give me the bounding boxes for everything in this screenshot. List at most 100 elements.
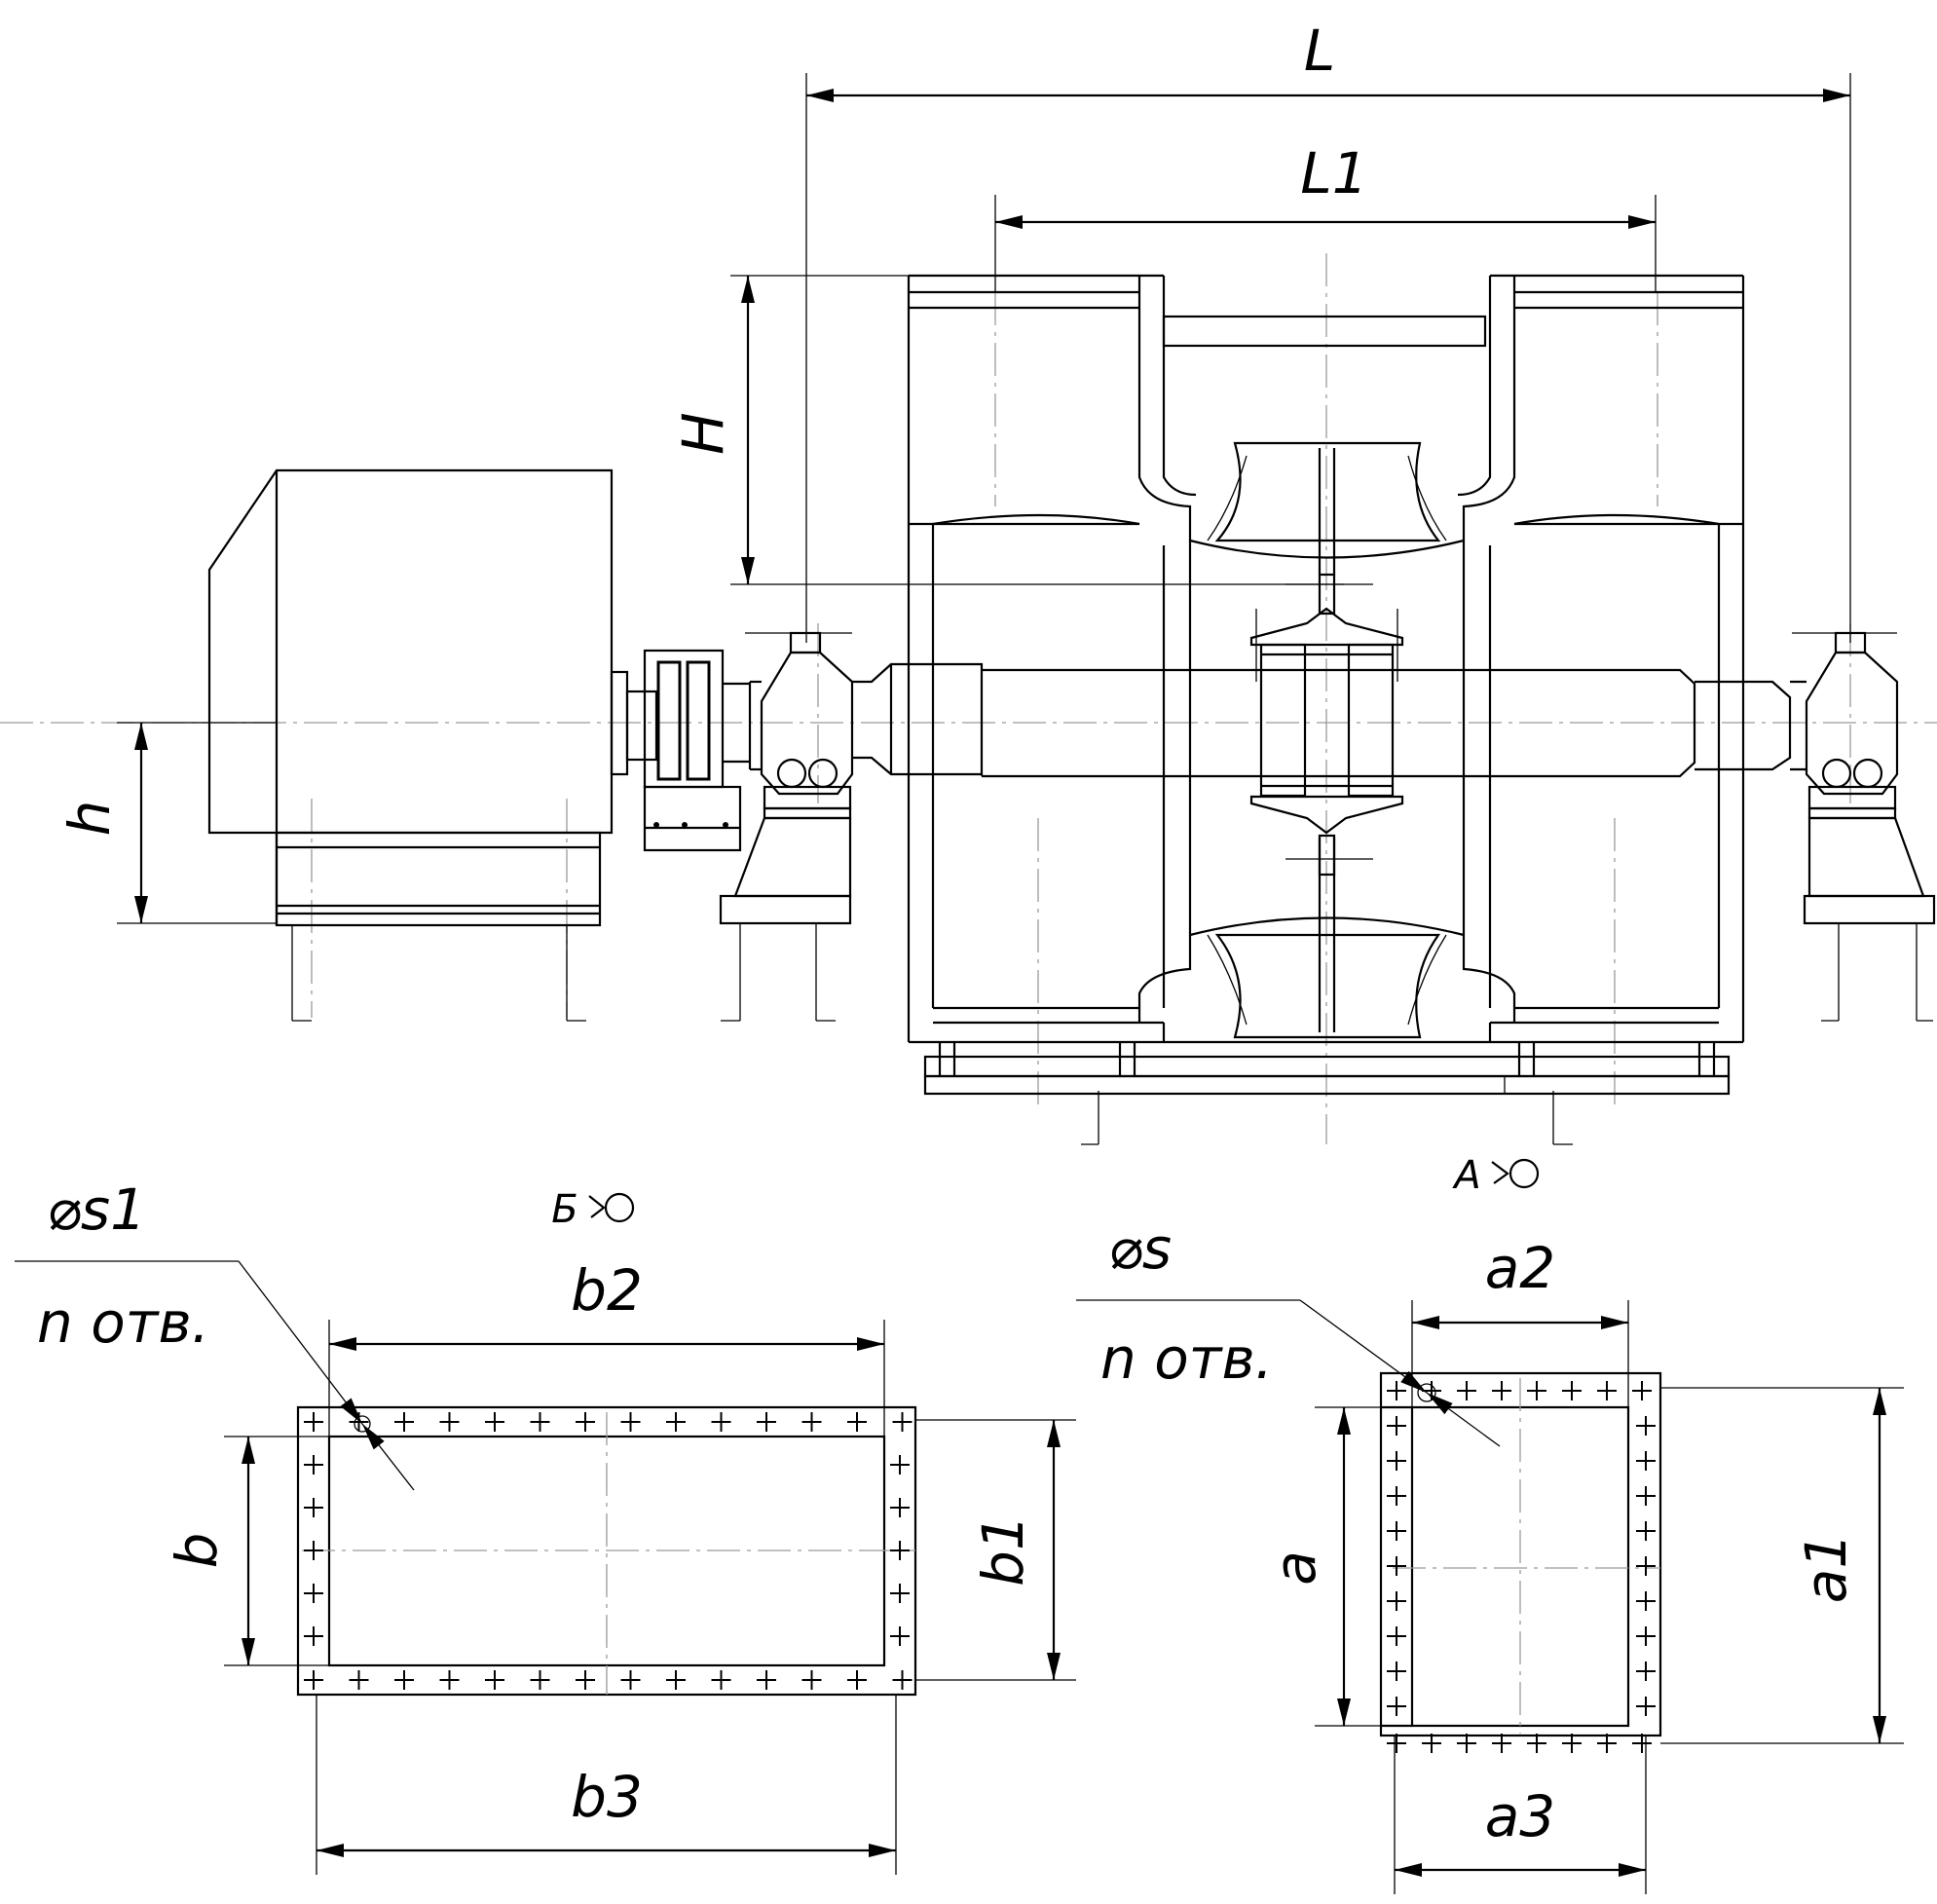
- label-b2: b2: [571, 1257, 643, 1324]
- bolt-hole: [304, 1498, 323, 1517]
- bolt-hole: [1422, 1734, 1441, 1753]
- dimension-a3: a3: [1394, 1736, 1647, 1894]
- bolt-hole: [304, 1455, 323, 1475]
- bolt-hole: [1387, 1521, 1406, 1541]
- label-phi-s: ⌀s: [1108, 1215, 1172, 1282]
- bolt-hole: [1387, 1556, 1406, 1576]
- bolt-hole: [1387, 1416, 1406, 1436]
- bolt-hole: [890, 1455, 910, 1475]
- motor: [207, 468, 658, 1022]
- coupling: [643, 649, 750, 852]
- bolt-hole: [1562, 1381, 1582, 1400]
- bolt-hole: [439, 1670, 460, 1690]
- impeller: [1249, 573, 1404, 877]
- bolt-hole: [304, 1670, 323, 1690]
- bolt-hole: [1527, 1381, 1546, 1400]
- bolt-hole: [1632, 1381, 1652, 1400]
- bolt-hole: [757, 1670, 776, 1690]
- label-a2: a2: [1485, 1235, 1555, 1301]
- bolt-hole: [1457, 1381, 1476, 1400]
- bolt-hole: [485, 1412, 504, 1432]
- bolt-hole: [847, 1670, 867, 1690]
- label-h: h: [56, 801, 123, 837]
- dimension-a2: a2: [1411, 1235, 1629, 1407]
- bolt-hole: [1597, 1381, 1617, 1400]
- dimension-a1: a1: [1660, 1387, 1904, 1744]
- label-H: H: [670, 412, 736, 455]
- bolt-hole: [439, 1412, 460, 1432]
- bolt-hole: [1632, 1734, 1652, 1753]
- label-b3: b3: [571, 1764, 643, 1830]
- bolt-hole: [349, 1670, 369, 1690]
- bolt-hole: [1636, 1556, 1656, 1576]
- bolt-hole: [890, 1584, 910, 1603]
- bolt-hole: [847, 1412, 867, 1432]
- bolt-hole: [304, 1541, 323, 1560]
- label-n-holes-right: n отв.: [1100, 1325, 1273, 1392]
- bolt-hole: [576, 1412, 595, 1432]
- bolt-hole: [530, 1670, 550, 1690]
- bolt-hole: [1387, 1734, 1406, 1753]
- bolt-hole: [1387, 1697, 1406, 1716]
- centerlines: [0, 253, 1937, 1144]
- dimension-b: b: [164, 1436, 329, 1666]
- label-n-holes-left: n отв.: [37, 1289, 209, 1356]
- dimension-b2: b2: [328, 1257, 885, 1437]
- bolt-hole: [1457, 1734, 1476, 1753]
- bolt-hole: [620, 1670, 641, 1690]
- bolt-hole: [304, 1584, 323, 1603]
- bolt-hole: [485, 1670, 504, 1690]
- bolt-hole: [1492, 1734, 1511, 1753]
- bolt-hole: [1387, 1661, 1406, 1681]
- bolt-hole: [620, 1412, 641, 1432]
- flange-view-B: [296, 1405, 917, 1697]
- label-b: b: [164, 1533, 230, 1569]
- bolt-hole: [1387, 1451, 1406, 1471]
- bolt-hole: [666, 1412, 686, 1432]
- label-view-B: Б: [551, 1187, 577, 1232]
- label-phi-s1: ⌀s1: [47, 1176, 146, 1243]
- bolt-hole: [1636, 1626, 1656, 1646]
- right-bearing: [1790, 631, 1936, 1022]
- bolt-hole: [530, 1412, 550, 1432]
- bolt-hole: [1636, 1486, 1656, 1506]
- shaft: [852, 662, 1792, 778]
- label-L1: L1: [1300, 140, 1367, 206]
- bolt-hole: [890, 1626, 910, 1646]
- bolt-hole: [1636, 1661, 1656, 1681]
- bolt-hole: [1636, 1521, 1656, 1541]
- bolt-hole: [1492, 1381, 1511, 1400]
- bolt-hole: [801, 1412, 822, 1432]
- dimension-L1: L1: [994, 140, 1657, 292]
- bolt-hole: [394, 1670, 414, 1690]
- bolt-hole: [1636, 1591, 1656, 1611]
- bolt-hole: [576, 1670, 595, 1690]
- leader-s1: ⌀s1 n отв.: [15, 1176, 415, 1491]
- dimension-h: h: [56, 722, 277, 924]
- bolt-hole: [304, 1412, 323, 1432]
- bolt-hole: [711, 1412, 731, 1432]
- bolt-hole: [1387, 1486, 1406, 1506]
- bolt-hole: [1636, 1697, 1656, 1716]
- dimension-H: H: [670, 275, 1344, 585]
- bolt-hole: [711, 1670, 731, 1690]
- view-marker-A: A: [1451, 1153, 1540, 1198]
- bolt-hole: [1387, 1626, 1406, 1646]
- bolt-hole: [394, 1412, 414, 1432]
- view-marker-B: Б: [551, 1187, 635, 1232]
- bolt-hole: [757, 1412, 776, 1432]
- bolt-hole: [1387, 1591, 1406, 1611]
- bolt-hole: [801, 1670, 822, 1690]
- dimension-b1: b1: [915, 1419, 1076, 1681]
- flange-view-A: [1379, 1371, 1662, 1753]
- left-bearing: [719, 631, 854, 1022]
- bolt-hole: [1527, 1734, 1546, 1753]
- bolt-hole: [892, 1670, 913, 1690]
- label-view-A: A: [1451, 1153, 1480, 1198]
- bolt-hole: [890, 1498, 910, 1517]
- dimension-b3: b3: [316, 1695, 897, 1875]
- label-a: a: [1262, 1550, 1328, 1586]
- bolt-hole: [1636, 1451, 1656, 1471]
- bolt-hole: [1636, 1416, 1656, 1436]
